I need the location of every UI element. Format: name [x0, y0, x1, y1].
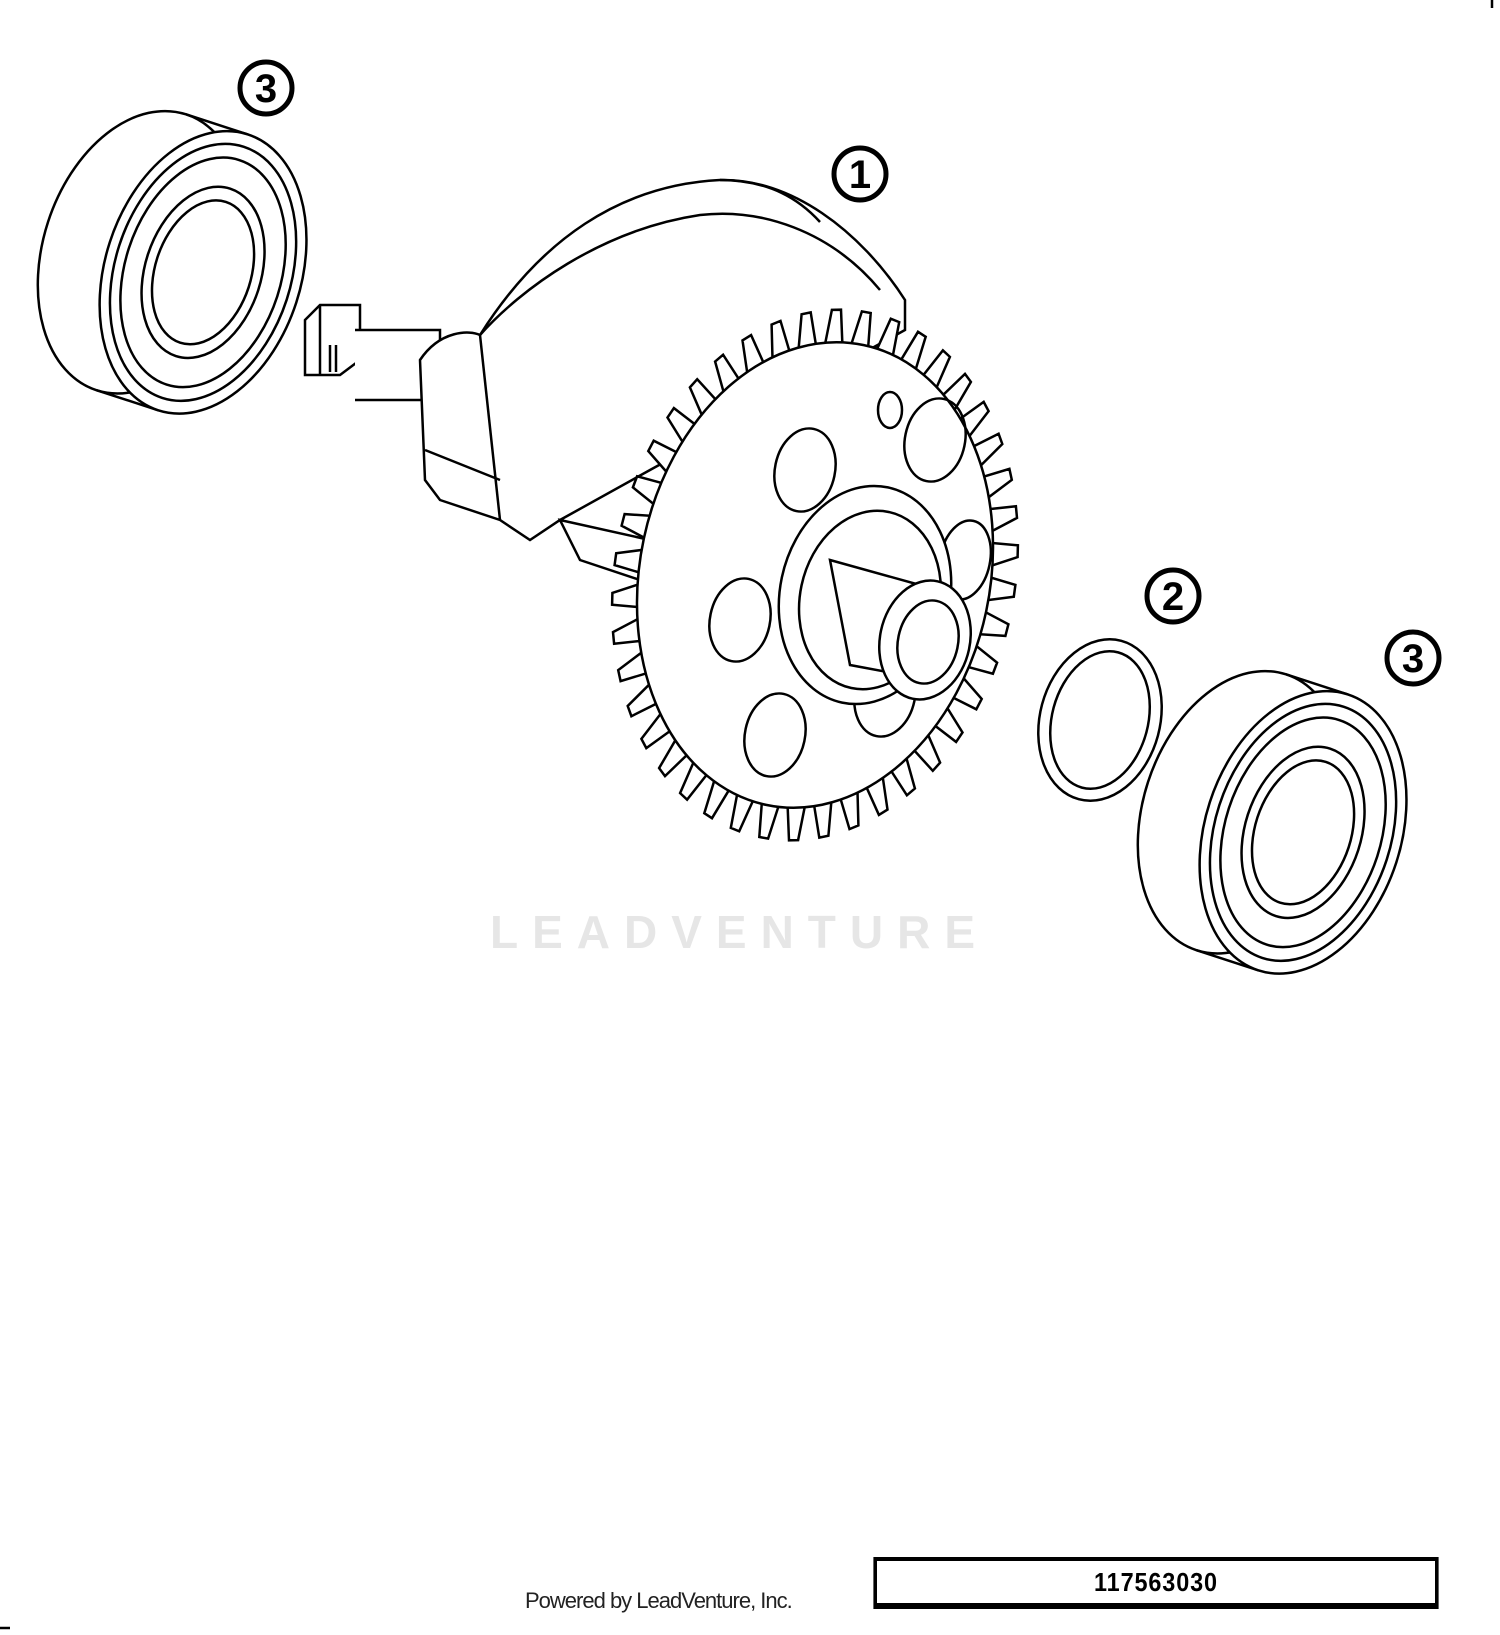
callout-2[interactable]: 2 — [1144, 567, 1202, 625]
diagram-number-box: 117563030 — [873, 1557, 1439, 1609]
callout-number: 2 — [1162, 575, 1184, 619]
shim-washer[interactable] — [1021, 625, 1179, 814]
bearing-right[interactable] — [1103, 644, 1441, 1000]
crankshaft[interactable] — [303, 178, 907, 582]
gear[interactable] — [595, 308, 1035, 842]
callout-1[interactable]: 1 — [831, 145, 889, 203]
callout-3-left[interactable]: 3 — [237, 59, 295, 117]
callout-number: 3 — [1402, 637, 1424, 681]
callout-number: 1 — [849, 153, 871, 197]
callout-3-right[interactable]: 3 — [1384, 629, 1442, 687]
bearing-left[interactable] — [3, 84, 341, 440]
watermark: LEADVENTURE — [490, 906, 990, 958]
powered-by-text: Powered by LeadVenture, Inc. — [525, 1588, 793, 1613]
callout-number: 3 — [255, 67, 277, 111]
